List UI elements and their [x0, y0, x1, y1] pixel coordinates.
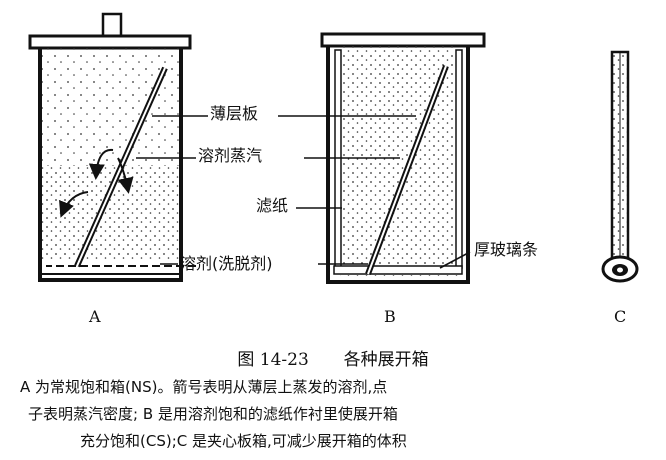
panel-label-a: A [89, 307, 101, 326]
panel-label-c: C [614, 307, 627, 326]
tank-wall-a [38, 48, 183, 282]
filter-paper-right [455, 49, 463, 269]
panel-label-b: B [384, 307, 396, 326]
figure-number: 图 14-23 [237, 350, 309, 370]
note-line: A 为常规饱和箱(NS)。箭号表明从薄层上蒸发的溶剂,点 [20, 378, 388, 396]
chamber-b [320, 32, 486, 284]
evap-arrow-1 [88, 148, 114, 180]
solvent-b [333, 265, 463, 275]
filter-paper-left [334, 49, 342, 269]
evap-arrow-3 [59, 191, 89, 218]
label-solvent-eluent: 溶剂(洗脱剂) [180, 254, 273, 273]
label-tlc-plate: 薄层板 [210, 104, 259, 123]
lid-b [320, 32, 486, 48]
leader-lines [136, 115, 471, 269]
figure-caption: 图 14-23 各种展开箱 [0, 345, 666, 370]
tank-wall-b [326, 46, 470, 284]
label-solvent-vapor: 溶剂蒸汽 [198, 146, 263, 165]
lid-knob-a [101, 12, 123, 38]
note-line: 子表明蒸汽密度; B 是用溶剂饱和的滤纸作衬里使展开箱 [28, 405, 398, 423]
evap-arrow-2 [117, 157, 134, 194]
lid-a [28, 34, 192, 50]
vapor-zone-upper-a [42, 48, 179, 166]
chamber-a [28, 12, 196, 282]
label-thick-glass-strip: 厚玻璃条 [474, 240, 539, 259]
note-line: 充分饱和(CS);C 是夹心板箱,可减少展开箱的体积 [80, 432, 407, 450]
figure-title: 各种展开箱 [343, 350, 429, 370]
chamber-c [601, 50, 639, 283]
figure-note: A 为常规饱和箱(NS)。箭号表明从薄层上蒸发的溶剂,点 子表明蒸汽密度; B … [20, 374, 650, 455]
label-filter-paper: 滤纸 [256, 196, 289, 215]
